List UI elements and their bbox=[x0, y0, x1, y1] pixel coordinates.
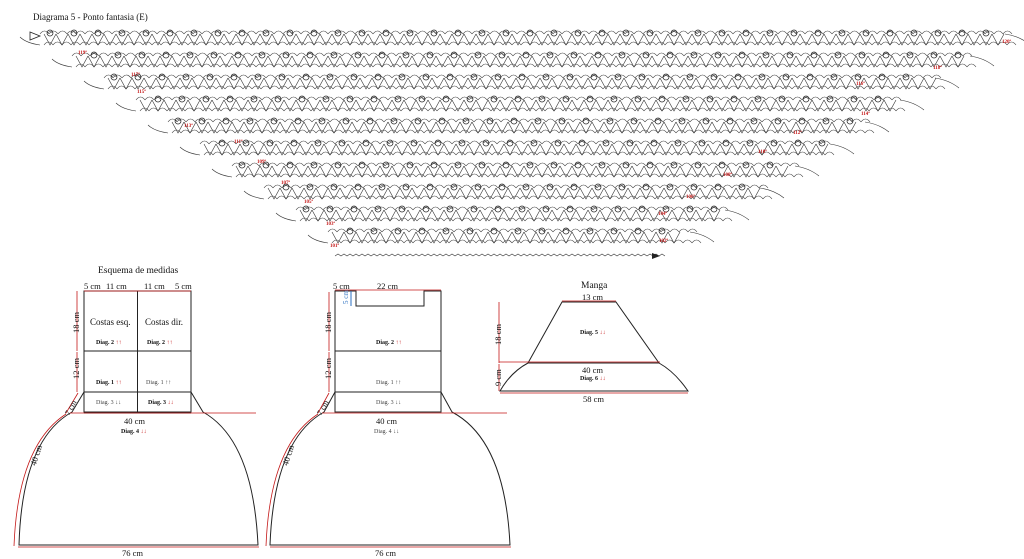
row-label-left: 103ª bbox=[326, 222, 335, 227]
chart-title: Diagrama 5 - Ponto fantasia (E) bbox=[33, 12, 148, 22]
row-label-right: 112ª bbox=[793, 131, 802, 136]
back-diag4: Diag. 4 ↓↓ bbox=[121, 429, 147, 435]
row-label-left: 117ª bbox=[131, 73, 140, 78]
sleeve-dim-18: 18 cm bbox=[493, 323, 503, 345]
front-dimension-lines bbox=[265, 289, 511, 548]
back-diag1-left: Diag. 1 ↑↑ bbox=[96, 380, 122, 386]
row-label-left: 113ª bbox=[184, 124, 193, 129]
schema-title: Esquema de medidas bbox=[98, 266, 179, 276]
row-label-right: 110ª bbox=[758, 150, 767, 155]
back-dimension-lines bbox=[13, 290, 259, 548]
back-diag1-right: Diag. 1 ↑↑ bbox=[146, 380, 172, 386]
back-diag3-left: Diag. 3 ↓↓ bbox=[96, 400, 122, 406]
front-dim-18: 18 cm bbox=[323, 311, 333, 333]
sleeve-diag6: Diag. 6 ↓↓ bbox=[580, 376, 606, 382]
back-waist: 40 cm bbox=[124, 416, 146, 426]
row-label-right: 114ª bbox=[861, 112, 870, 117]
front-neck-5: 5 cm bbox=[342, 290, 350, 304]
front-diag4: Diag. 4 ↓↓ bbox=[374, 429, 400, 435]
back-dim-11-right: 11 cm bbox=[144, 281, 165, 291]
row-label-left: 105ª bbox=[304, 200, 313, 205]
row-label-right: 102ª bbox=[659, 239, 668, 244]
row-label-left: 111ª bbox=[234, 140, 243, 145]
back-dim-18: 18 cm bbox=[71, 311, 81, 333]
row-label-right: 104ª bbox=[658, 212, 667, 217]
row-label-left: 101ª bbox=[330, 244, 339, 249]
back-right-piece-label: Costas dir. bbox=[145, 317, 184, 327]
back-dim-5-left: 5 cm bbox=[84, 281, 101, 291]
back-diag3-right: Diag. 3 ↓↓ bbox=[148, 400, 174, 406]
sleeve-title: Manga bbox=[581, 281, 608, 291]
row-label-right: 108ª bbox=[723, 173, 732, 178]
front-dim-5: 5 cm bbox=[333, 281, 350, 291]
sleeve-outline bbox=[499, 301, 689, 392]
back-dim-12: 12 cm bbox=[71, 357, 81, 379]
row-label-right: 120ª bbox=[1002, 40, 1011, 45]
row-label-left: 115ª bbox=[137, 90, 146, 95]
front-diag3: Diag. 3 ↓↓ bbox=[376, 400, 402, 406]
row-label-left: 109ª bbox=[257, 160, 266, 165]
front-dim-12: 12 cm bbox=[323, 357, 333, 379]
front-piece-outline bbox=[269, 290, 511, 546]
front-bottom: 76 cm bbox=[375, 548, 397, 558]
sleeve-dim-9: 9 cm bbox=[493, 369, 503, 386]
back-bottom: 76 cm bbox=[122, 548, 144, 558]
sleeve-top: 13 cm bbox=[582, 292, 604, 302]
front-diag2: Diag. 2 ↑↑ bbox=[376, 340, 402, 346]
row-label-left: 119ª bbox=[78, 51, 87, 56]
row-label-right: 118ª bbox=[933, 66, 942, 71]
row-label-right: 116ª bbox=[856, 82, 865, 87]
sleeve-bottom: 58 cm bbox=[583, 394, 605, 404]
front-diag1: Diag. 1 ↑↑ bbox=[376, 380, 402, 386]
row-label-right: 106ª bbox=[686, 195, 695, 200]
sleeve-dimension-lines bbox=[498, 300, 688, 394]
back-left-piece-label: Costas esq. bbox=[90, 317, 131, 327]
sleeve-mid: 40 cm bbox=[582, 365, 604, 375]
crochet-chart bbox=[19, 29, 1024, 259]
back-dim-5-right: 5 cm bbox=[175, 281, 192, 291]
front-waist: 40 cm bbox=[376, 416, 398, 426]
row-label-left: 107ª bbox=[281, 181, 290, 186]
back-diag2-right: Diag. 2 ↑↑ bbox=[147, 340, 173, 346]
back-diag2-left: Diag. 2 ↑↑ bbox=[96, 340, 122, 346]
sleeve-diag5: Diag. 5 ↓↓ bbox=[580, 330, 606, 336]
front-dim-22: 22 cm bbox=[377, 281, 399, 291]
back-dim-11-left: 11 cm bbox=[106, 281, 127, 291]
